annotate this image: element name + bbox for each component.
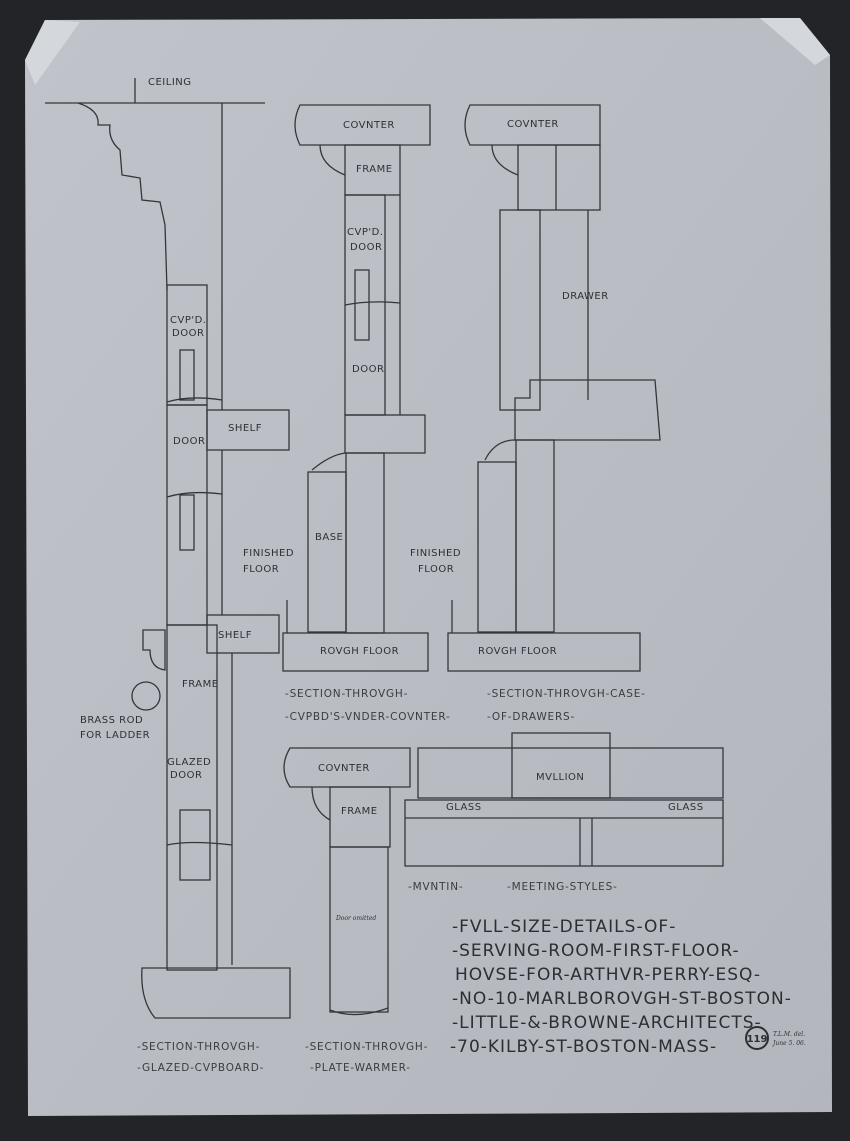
- caption: -OF-DRAWERS-: [487, 711, 575, 723]
- caption: -SECTION-THROVGH-CASE-: [487, 688, 646, 700]
- label-finished-floor: FINISHED: [243, 548, 294, 559]
- sheet-number: 119: [747, 1034, 768, 1045]
- title-block: -FVLL-SIZE-DETAILS-OF- -SERVING-ROOM-FIR…: [450, 917, 806, 1057]
- title-line: -LITTLE-&-BROWNE-ARCHITECTS-: [452, 1013, 762, 1033]
- label-frame: FRAME: [356, 164, 393, 175]
- caption: -GLAZED-CVPBOARD-: [137, 1062, 264, 1074]
- label-door-omitted: Door omitted: [335, 915, 376, 922]
- label-cupd-door: CVP'D.: [170, 315, 206, 326]
- label-rough-floor: ROVGH FLOOR: [478, 646, 557, 657]
- label-base: BASE: [315, 532, 343, 543]
- label-cupd-door: DOOR: [350, 242, 382, 253]
- draftsman-initials: T.L.M. del.: [773, 1031, 805, 1038]
- label-shelf: SHELF: [228, 423, 262, 434]
- label-glass: GLASS: [668, 802, 704, 813]
- label-finished-floor: FINISHED: [410, 548, 461, 559]
- tape-corner-left: [25, 20, 80, 85]
- label-counter: COVNTER: [507, 119, 559, 130]
- label-finished-floor: FLOOR: [243, 564, 279, 575]
- drawing-labels: CEILING COVNTER COVNTER COVNTER FRAME FR…: [80, 77, 704, 922]
- caption: -PLATE-WARMER-: [310, 1062, 411, 1074]
- tape-corner-right: [760, 18, 830, 65]
- paper-sheet: [25, 18, 832, 1116]
- caption: -SECTION-THROVGH-: [285, 688, 408, 700]
- title-line: -NO-10-MARLBOROVGH-ST-BOSTON-: [452, 989, 792, 1009]
- label-cupd-door: DOOR: [172, 328, 204, 339]
- label-ceiling: CEILING: [148, 77, 192, 88]
- label-frame: FRAME: [341, 806, 378, 817]
- label-glazed-door: DOOR: [170, 770, 202, 781]
- drawers-section: [447, 104, 661, 672]
- label-brass-rod: BRASS ROD: [80, 715, 143, 726]
- label-brass-rod: FOR LADDER: [80, 730, 150, 741]
- label-cupd-door: CVP'D.: [347, 227, 383, 238]
- mullion-section: [404, 732, 724, 867]
- label-rough-floor: ROVGH FLOOR: [320, 646, 399, 657]
- cupboards-section: [282, 104, 431, 672]
- caption: -SECTION-THROVGH-: [137, 1041, 260, 1053]
- caption: -CVPBD'S-VNDER-COVNTER-: [285, 711, 451, 723]
- label-shelf: SHELF: [218, 630, 252, 641]
- caption: -MVNTIN-: [408, 881, 463, 893]
- plate-warmer-section: [283, 747, 411, 1016]
- label-mullion: MVLLION: [536, 772, 584, 783]
- drawing-date: June 5. 06.: [771, 1040, 806, 1047]
- label-glazed-door: GLAZED: [167, 757, 211, 768]
- title-line: -FVLL-SIZE-DETAILS-OF-: [452, 917, 676, 937]
- label-door: DOOR: [173, 436, 205, 447]
- label-frame: FRAME: [182, 679, 219, 690]
- glazed-cupboard-section: [45, 78, 291, 1019]
- caption: -SECTION-THROVGH-: [305, 1041, 428, 1053]
- label-door: DOOR: [352, 364, 384, 375]
- title-line: -SERVING-ROOM-FIRST-FLOOR-: [452, 941, 740, 961]
- title-line: HOVSE-FOR-ARTHVR-PERRY-ESQ-: [455, 965, 761, 985]
- sheet-number-circle: [745, 1026, 769, 1050]
- label-counter: COVNTER: [343, 120, 395, 131]
- title-line: -70-KILBY-ST-BOSTON-MASS-: [450, 1037, 717, 1057]
- label-finished-floor: FLOOR: [418, 564, 454, 575]
- caption: -MEETING-STYLES-: [507, 881, 618, 893]
- label-drawer: DRAWER: [562, 291, 609, 302]
- section-captions: -SECTION-THROVGH- -CVPBD'S-VNDER-COVNTER…: [137, 688, 646, 1074]
- label-glass: GLASS: [446, 802, 482, 813]
- label-counter: COVNTER: [318, 763, 370, 774]
